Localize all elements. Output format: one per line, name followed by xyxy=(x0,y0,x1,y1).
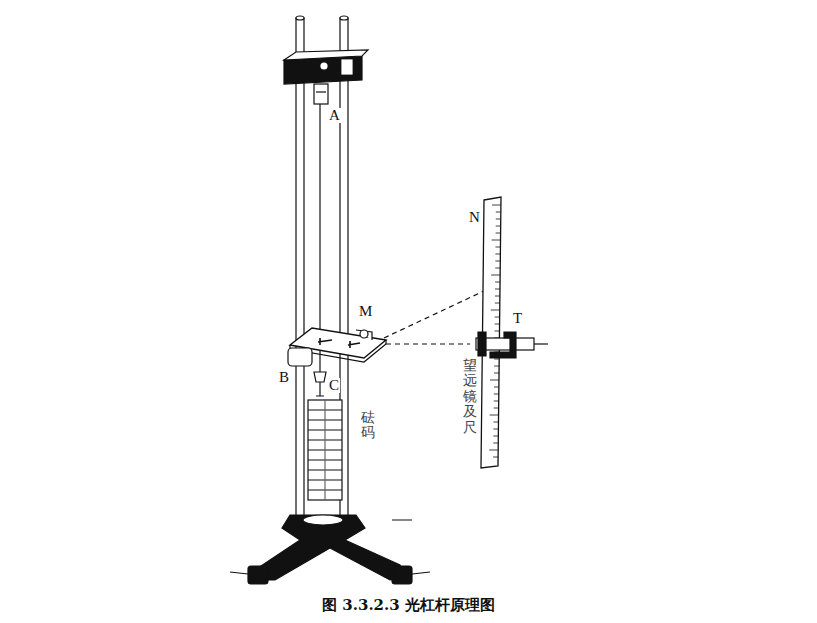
scale-tick xyxy=(493,436,498,437)
part-label: C xyxy=(328,378,340,393)
scale-tick xyxy=(495,324,500,325)
scale-tick xyxy=(494,359,499,360)
part-label: B xyxy=(278,370,290,385)
scale-tick xyxy=(495,303,500,304)
scale-tick xyxy=(489,450,498,451)
lower-clamp xyxy=(288,348,312,366)
scale-tick xyxy=(494,387,499,388)
scale-tick xyxy=(492,205,501,206)
top-clamp xyxy=(284,56,362,84)
tripod-base xyxy=(255,515,405,580)
scale-tick xyxy=(491,275,500,276)
part-label: A xyxy=(328,108,341,123)
scale-tick xyxy=(490,415,499,416)
scale-tick xyxy=(495,289,500,290)
scale-tick xyxy=(495,331,500,332)
light-ray xyxy=(384,290,486,338)
scale-tick xyxy=(496,226,501,227)
sight-line xyxy=(386,343,470,344)
scale-tick xyxy=(494,373,499,374)
scale-tick xyxy=(495,282,500,283)
scale-tick xyxy=(490,380,499,381)
scale-tick xyxy=(493,457,498,458)
scale-tick xyxy=(493,429,498,430)
left-rod xyxy=(296,18,304,523)
scale-tick xyxy=(495,268,500,269)
scale-tick xyxy=(496,212,501,213)
scale-tick xyxy=(495,317,500,318)
weights xyxy=(308,400,342,500)
scale-tick xyxy=(495,261,500,262)
scale-tick xyxy=(494,422,499,423)
scale-tick xyxy=(494,408,499,409)
scale-tick xyxy=(492,240,501,241)
scale-tick xyxy=(494,394,499,395)
part-label: T xyxy=(512,311,523,326)
part-label: M xyxy=(358,304,373,319)
part-label: N xyxy=(468,210,481,225)
scale-tick xyxy=(495,254,500,255)
scale-tick xyxy=(493,443,498,444)
scale-tick xyxy=(495,296,500,297)
scale-tick xyxy=(496,219,501,220)
vertical-label: 望远镜及尺 xyxy=(462,358,478,435)
scale-tick xyxy=(491,310,500,311)
scale-tick xyxy=(494,401,499,402)
vertical-label: 砝码 xyxy=(360,410,376,441)
scale-tick xyxy=(496,233,501,234)
figure-caption: 图 3.3.2.3 光杠杆原理图 xyxy=(0,596,817,615)
scale-tick xyxy=(494,366,499,367)
scale-tick xyxy=(495,247,500,248)
